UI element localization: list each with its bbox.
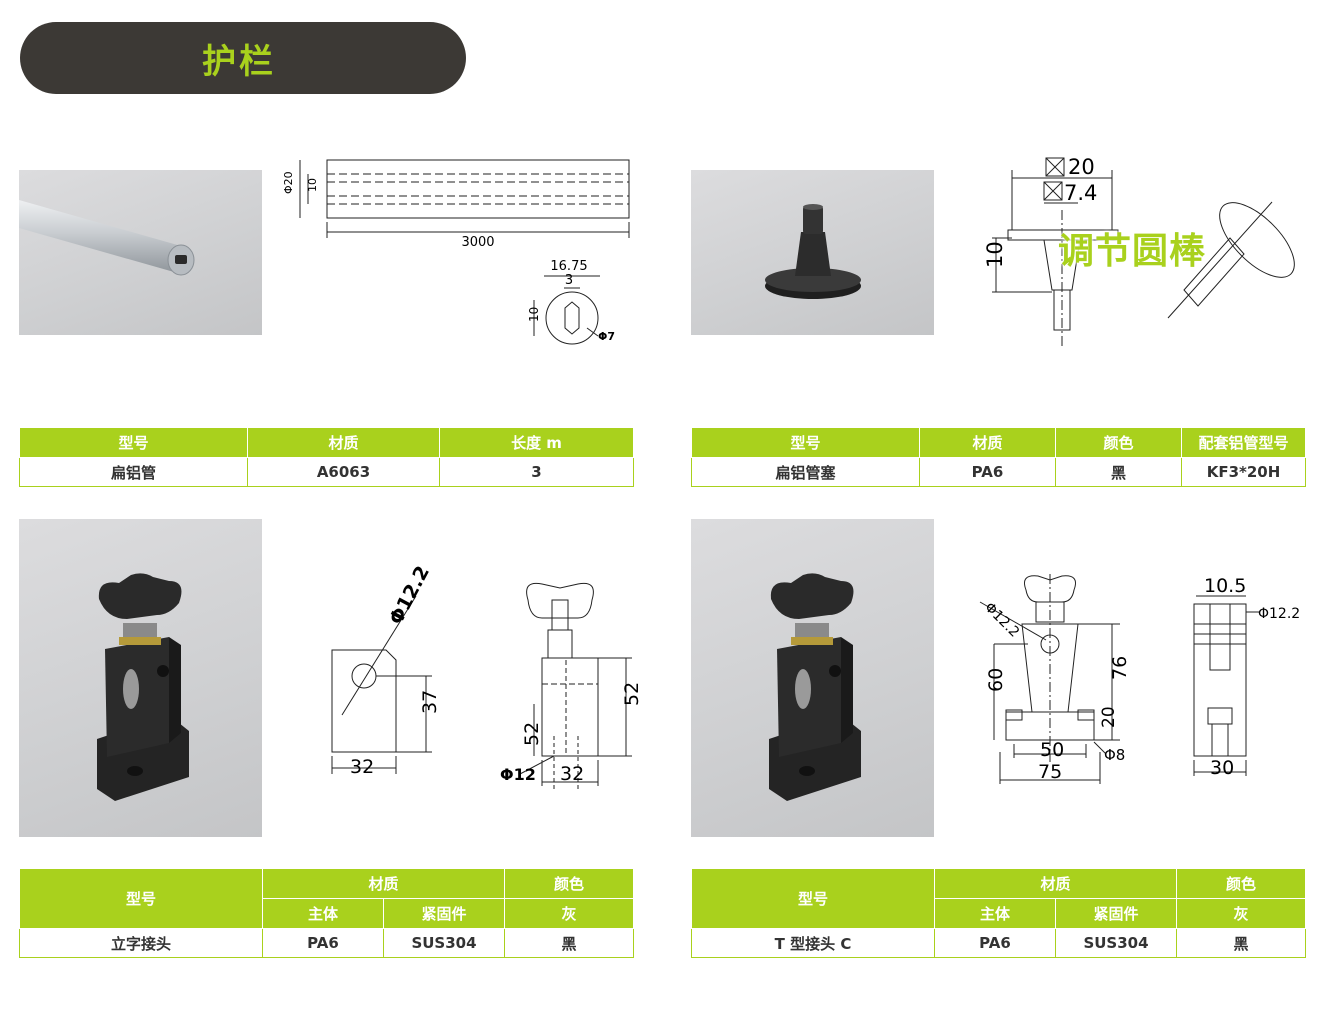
plug-mid-dim: 7.4 — [1064, 181, 1097, 205]
header-body: 主体 — [262, 898, 384, 929]
t-joint-spec-table: 型号 材质 颜色 主体 紧固件 灰 T 型接头 C PA6 SUS304 黑 — [691, 868, 1307, 958]
flat-tube-spec-table: 型号 材质 长度 m 扁铝管 A6063 3 — [19, 427, 634, 487]
cell-fastener: SUS304 — [382, 928, 506, 958]
tj-side-width-dim: 30 — [1210, 757, 1234, 779]
tube-diameter-dim: Φ20 — [282, 171, 295, 194]
section-title: 护栏 — [202, 41, 276, 82]
header-color: 颜色 — [504, 868, 635, 899]
tj-side-hole-dim: Φ12.2 — [1258, 606, 1300, 622]
vertical-joint-photo — [19, 519, 262, 837]
header-color-sub: 灰 — [504, 898, 635, 929]
vj-height-a-dim: 37 — [419, 690, 441, 714]
vertical-joint-spec-table: 型号 材质 颜色 主体 紧固件 灰 立字接头 PA6 SUS304 黑 — [19, 868, 635, 958]
header-color-sub: 灰 — [1176, 898, 1307, 929]
cell-color: 黑 — [1176, 928, 1307, 958]
header-model: 型号 — [19, 427, 248, 458]
tj-width-dim: 75 — [1038, 761, 1062, 783]
header-color: 颜色 — [1176, 868, 1307, 899]
vj-width-b-dim: 32 — [560, 763, 584, 785]
plug-top-dim: 20 — [1068, 155, 1095, 179]
flat-tube-drawing: 3000 Φ20 10 16.75 3 10 Φ7 — [282, 150, 642, 355]
header-length: 长度 m — [439, 427, 634, 458]
cell-model: 立字接头 — [19, 928, 263, 958]
cell-color: 黑 — [1055, 457, 1182, 487]
header-fastener: 紧固件 — [1054, 898, 1178, 929]
tube-slot-dim: 3 — [565, 273, 573, 288]
tube-length-dim: 3000 — [461, 235, 494, 250]
cell-color: 黑 — [504, 928, 635, 958]
flat-tube-photo — [19, 170, 262, 335]
table-row: T 型接头 C PA6 SUS304 黑 — [691, 928, 1307, 958]
cell-model: 扁铝管塞 — [691, 457, 920, 487]
cell-model: T 型接头 C — [691, 928, 935, 958]
tj-bolt-dim: Φ8 — [1104, 746, 1125, 764]
tube-plug-drawing: 20 7.4 10 — [972, 150, 1312, 355]
cell-length: 3 — [439, 457, 634, 487]
header-model: 型号 — [19, 868, 263, 929]
cell-model: 扁铝管 — [19, 457, 248, 487]
tj-height-dim: 60 — [985, 668, 1007, 692]
vj-depth-b-dim: 52 — [521, 722, 543, 746]
header-color: 颜色 — [1055, 427, 1182, 458]
plug-height-dim: 10 — [983, 241, 1007, 268]
vj-width-a-dim: 32 — [350, 756, 374, 778]
plug-overlay-label: 调节圆棒 — [1058, 231, 1207, 272]
cell-matching: KF3*20H — [1181, 457, 1306, 487]
header-model: 型号 — [691, 868, 935, 929]
header-material: 材质 — [933, 868, 1178, 899]
header-fastener: 紧固件 — [382, 898, 506, 929]
tube-plug-photo — [691, 170, 934, 335]
tj-pitch-dim: 50 — [1040, 739, 1064, 761]
table-row: 立字接头 PA6 SUS304 黑 — [19, 928, 635, 958]
cell-body: PA6 — [934, 928, 1056, 958]
vj-hole-dim: Φ12.2 — [385, 562, 434, 628]
table-row: 扁铝管 A6063 3 — [19, 457, 634, 487]
table-row: 扁铝管塞 PA6 黑 KF3*20H — [691, 457, 1306, 487]
tj-base-dim: 20 — [1099, 706, 1119, 728]
tube-hole-dim: Φ7 — [598, 330, 615, 343]
header-material: 材质 — [919, 427, 1056, 458]
cell-body: PA6 — [262, 928, 384, 958]
vj-height-b-dim: 52 — [621, 682, 643, 706]
section-title-bar: 护栏 — [20, 22, 466, 94]
header-body: 主体 — [934, 898, 1056, 929]
cell-fastener: SUS304 — [1054, 928, 1178, 958]
tj-top-width-dim: 10.5 — [1204, 575, 1246, 597]
tj-hole-dim: Φ12.2 — [981, 600, 1022, 641]
tube-height-dim: 10 — [306, 178, 319, 192]
vj-rod-dim: Φ12 — [500, 765, 536, 784]
tube-width-dim: 16.75 — [550, 259, 587, 274]
t-joint-photo — [691, 519, 934, 837]
header-material: 材质 — [261, 868, 506, 899]
cell-material: PA6 — [919, 457, 1056, 487]
t-joint-drawing: Φ12.2 60 76 20 50 75 Φ8 10.5 Φ12.2 30 — [970, 562, 1310, 792]
tube-slot-height-dim: 10 — [527, 307, 541, 322]
header-material: 材质 — [247, 427, 440, 458]
vertical-joint-drawing: Φ12.2 37 32 52 52 Φ12 32 — [290, 560, 660, 800]
header-model: 型号 — [691, 427, 920, 458]
cell-material: A6063 — [247, 457, 440, 487]
header-matching: 配套铝管型号 — [1181, 427, 1306, 458]
tube-plug-spec-table: 型号 材质 颜色 配套铝管型号 扁铝管塞 PA6 黑 KF3*20H — [691, 427, 1306, 487]
tj-total-height-dim: 76 — [1109, 656, 1131, 680]
